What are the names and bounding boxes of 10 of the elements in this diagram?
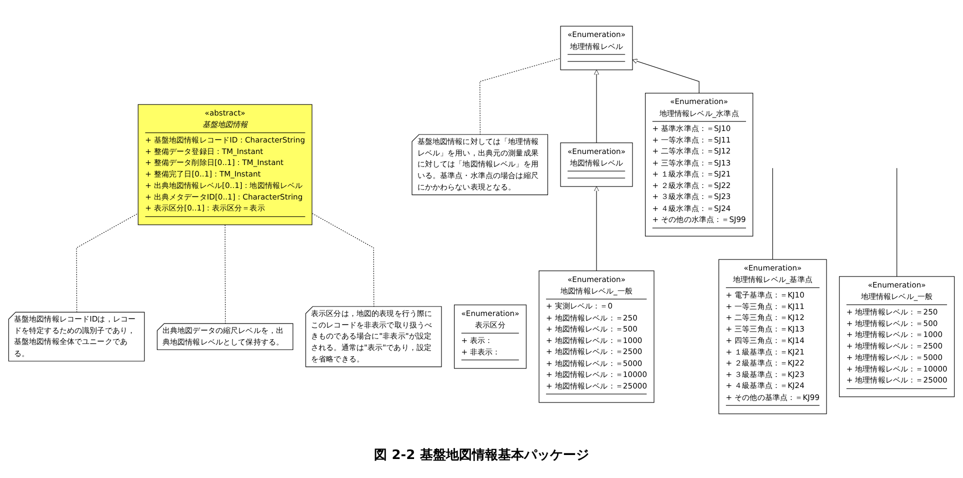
connector [772,168,773,260]
arrow [594,186,600,272]
caption: 図 2-2 基盤地図情報基本パッケージ [374,447,589,464]
connector [480,58,561,136]
arrow [594,70,600,144]
connector [312,213,374,308]
connector [896,168,898,277]
arrow [632,58,700,94]
connector [224,224,226,324]
connector [76,213,138,313]
